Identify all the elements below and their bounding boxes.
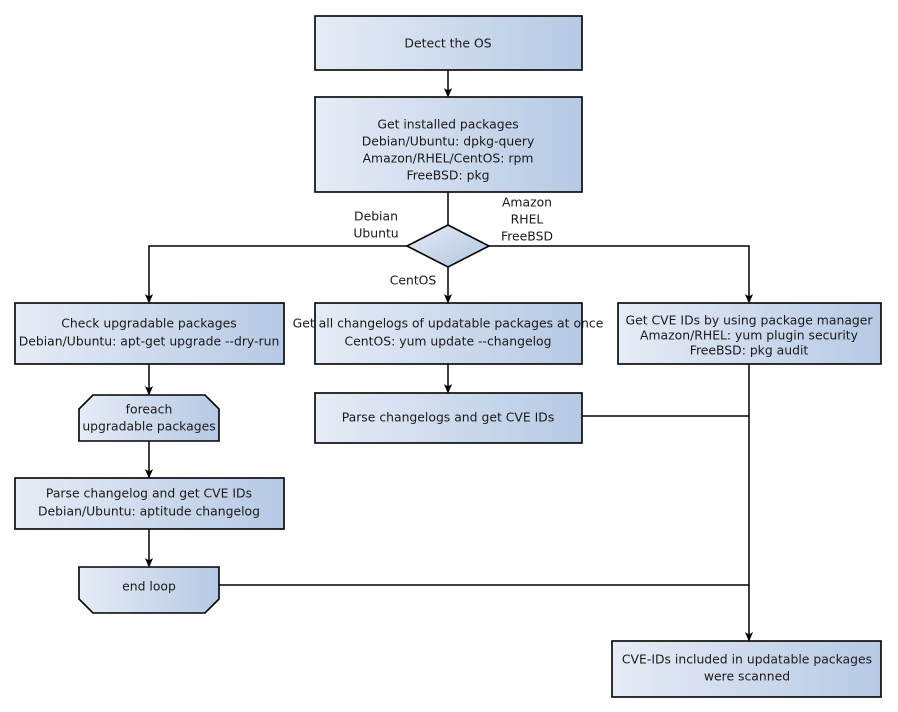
node-parse-changelog-cve-ids[interactable]: Parse changelog and get CVE IDs Debian/U… [14,477,285,530]
edge-label-rhel: RHEL [511,212,544,227]
node-get-all-changelogs[interactable]: Get all changelogs of updatable packages… [293,302,604,365]
node-get-cve-ids-package-manager[interactable]: Get CVE IDs by using package manager Ama… [617,302,882,365]
edge-label-ubuntu: Ubuntu [353,226,398,241]
edge-decision-left-branch [144,245,407,304]
edge-label-debian-ubuntu: Debian Ubuntu [353,209,398,241]
node-get-installed-packages-line-4: FreeBSD: pkg [406,168,489,183]
edge-label-centos: CentOS [390,273,437,288]
node-parse-changelog-cve-ids-line-1: Parse changelog and get CVE IDs [46,486,252,501]
node-parse-changelog-cve-ids-shape [14,477,285,530]
node-scan-complete-shape [611,640,882,698]
node-get-cve-ids-package-manager-line-3: FreeBSD: pkg audit [690,343,809,358]
edge-label-centos-text: CentOS [390,273,437,288]
node-get-installed-packages-line-3: Amazon/RHEL/CentOS: rpm [363,151,534,166]
node-get-cve-ids-package-manager-line-2: Amazon/RHEL: yum plugin security [640,328,858,343]
node-parse-changelogs-cve-ids[interactable]: Parse changelogs and get CVE IDs [314,392,583,444]
node-foreach-loop-start-line-2: upgradable packages [82,419,215,434]
node-detect-os-label: Detect the OS [404,36,491,51]
node-os-decision-shape [405,224,491,268]
node-get-installed-packages[interactable]: Get installed packages Debian/Ubuntu: dp… [314,96,583,193]
edge-label-amazon: Amazon [502,195,552,210]
node-scan-complete-line-2: were scanned [704,669,790,684]
node-check-upgradable-packages-line-1: Check upgradable packages [61,316,236,331]
node-foreach-loop-start[interactable]: foreach upgradable packages [78,394,220,442]
node-end-loop-shape [78,566,220,614]
node-get-cve-ids-package-manager-shape [617,302,882,365]
node-foreach-loop-start-shape [78,394,220,442]
node-detect-os[interactable]: Detect the OS [314,15,583,71]
node-parse-changelogs-cve-ids-label: Parse changelogs and get CVE IDs [342,410,555,425]
connectors [144,70,754,642]
node-foreach-loop-start-line-1: foreach [126,402,173,417]
node-get-all-changelogs-shape [314,302,583,365]
node-get-installed-packages-shape [314,96,583,193]
node-check-upgradable-packages-shape [14,302,285,365]
node-get-all-changelogs-line-2: CentOS: yum update --changelog [345,334,552,349]
node-scan-complete-line-1: CVE-IDs included in updatable packages [622,652,872,667]
edge-label-amazon-rhel-freebsd: Amazon RHEL FreeBSD [501,195,553,244]
node-scan-complete[interactable]: CVE-IDs included in updatable packages w… [611,640,882,698]
node-parse-changelogs-cve-ids-shape [314,392,583,444]
edge-label-freebsd: FreeBSD [501,229,553,244]
node-get-installed-packages-line-1: Get installed packages [377,117,518,132]
edge-label-debian: Debian [354,209,398,224]
node-get-cve-ids-package-manager-line-1: Get CVE IDs by using package manager [626,313,874,328]
node-os-decision[interactable] [405,224,491,268]
node-parse-changelog-cve-ids-line-2: Debian/Ubuntu: aptitude changelog [38,504,260,519]
node-check-upgradable-packages[interactable]: Check upgradable packages Debian/Ubuntu:… [14,302,285,365]
node-detect-os-shape [314,15,583,71]
edge-decision-right-branch [489,245,754,304]
node-end-loop-label: end loop [122,579,176,594]
node-check-upgradable-packages-line-2: Debian/Ubuntu: apt-get upgrade --dry-run [19,334,280,349]
node-end-loop[interactable]: end loop [78,566,220,614]
node-get-installed-packages-line-2: Debian/Ubuntu: dpkg-query [362,134,535,149]
node-get-all-changelogs-line-1: Get all changelogs of updatable packages… [293,316,604,331]
